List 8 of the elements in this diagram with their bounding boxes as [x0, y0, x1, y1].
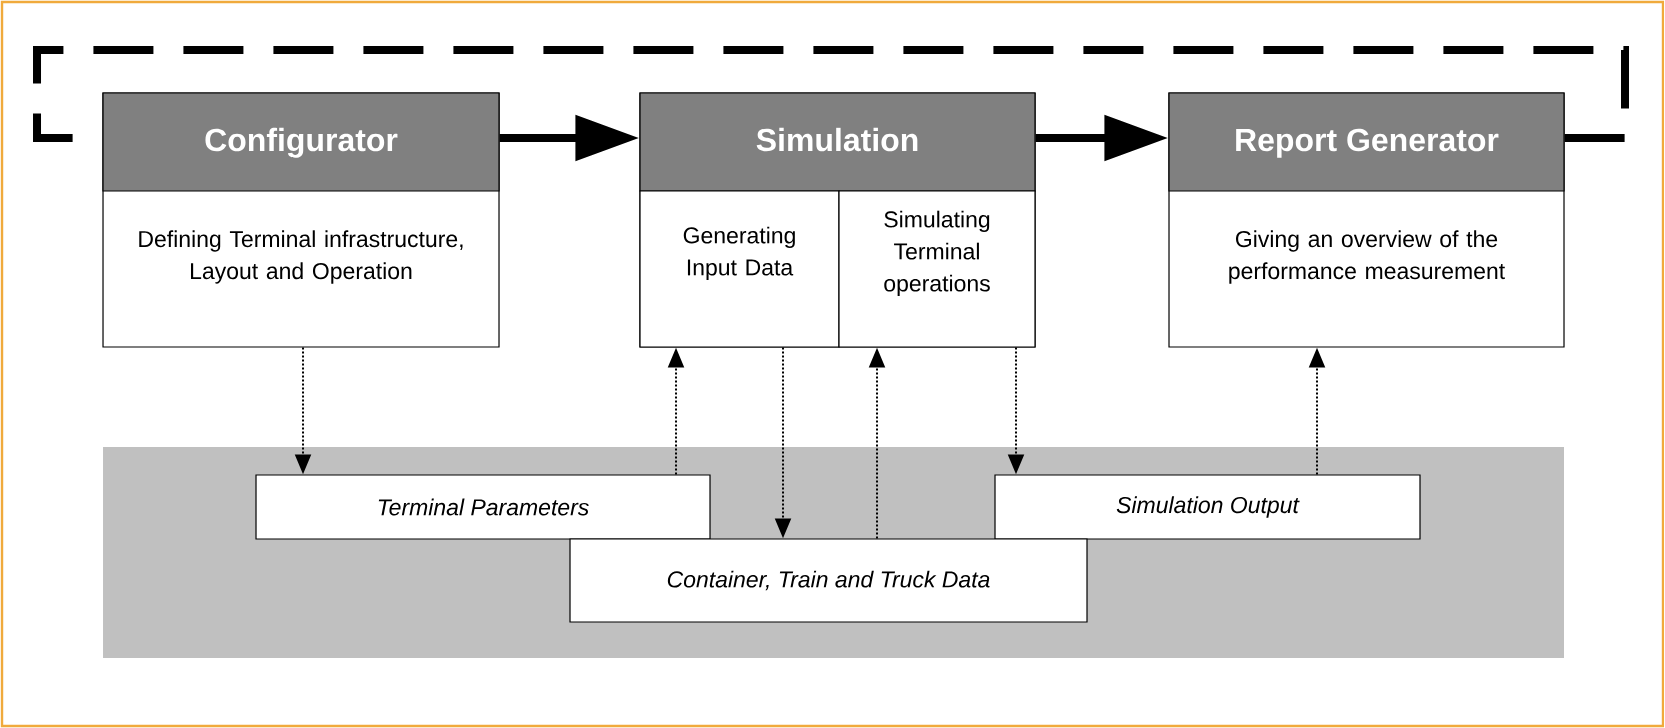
feedback-line [33, 46, 1629, 142]
subprocess-box: Generating Input Data [639, 190, 840, 348]
data-box: Container, Train and Truck Data [569, 538, 1088, 623]
process-box: Configurator Defining Terminal infrastructure, Layout and Operation [102, 92, 500, 348]
process-box: Report Generator Giving an overview of the performance measurement [1168, 92, 1565, 348]
subprocess-box: Simulating Terminal operations [838, 190, 1036, 348]
data-box: Simulation Output [994, 474, 1421, 540]
data-box: Terminal Parameters [255, 474, 711, 540]
